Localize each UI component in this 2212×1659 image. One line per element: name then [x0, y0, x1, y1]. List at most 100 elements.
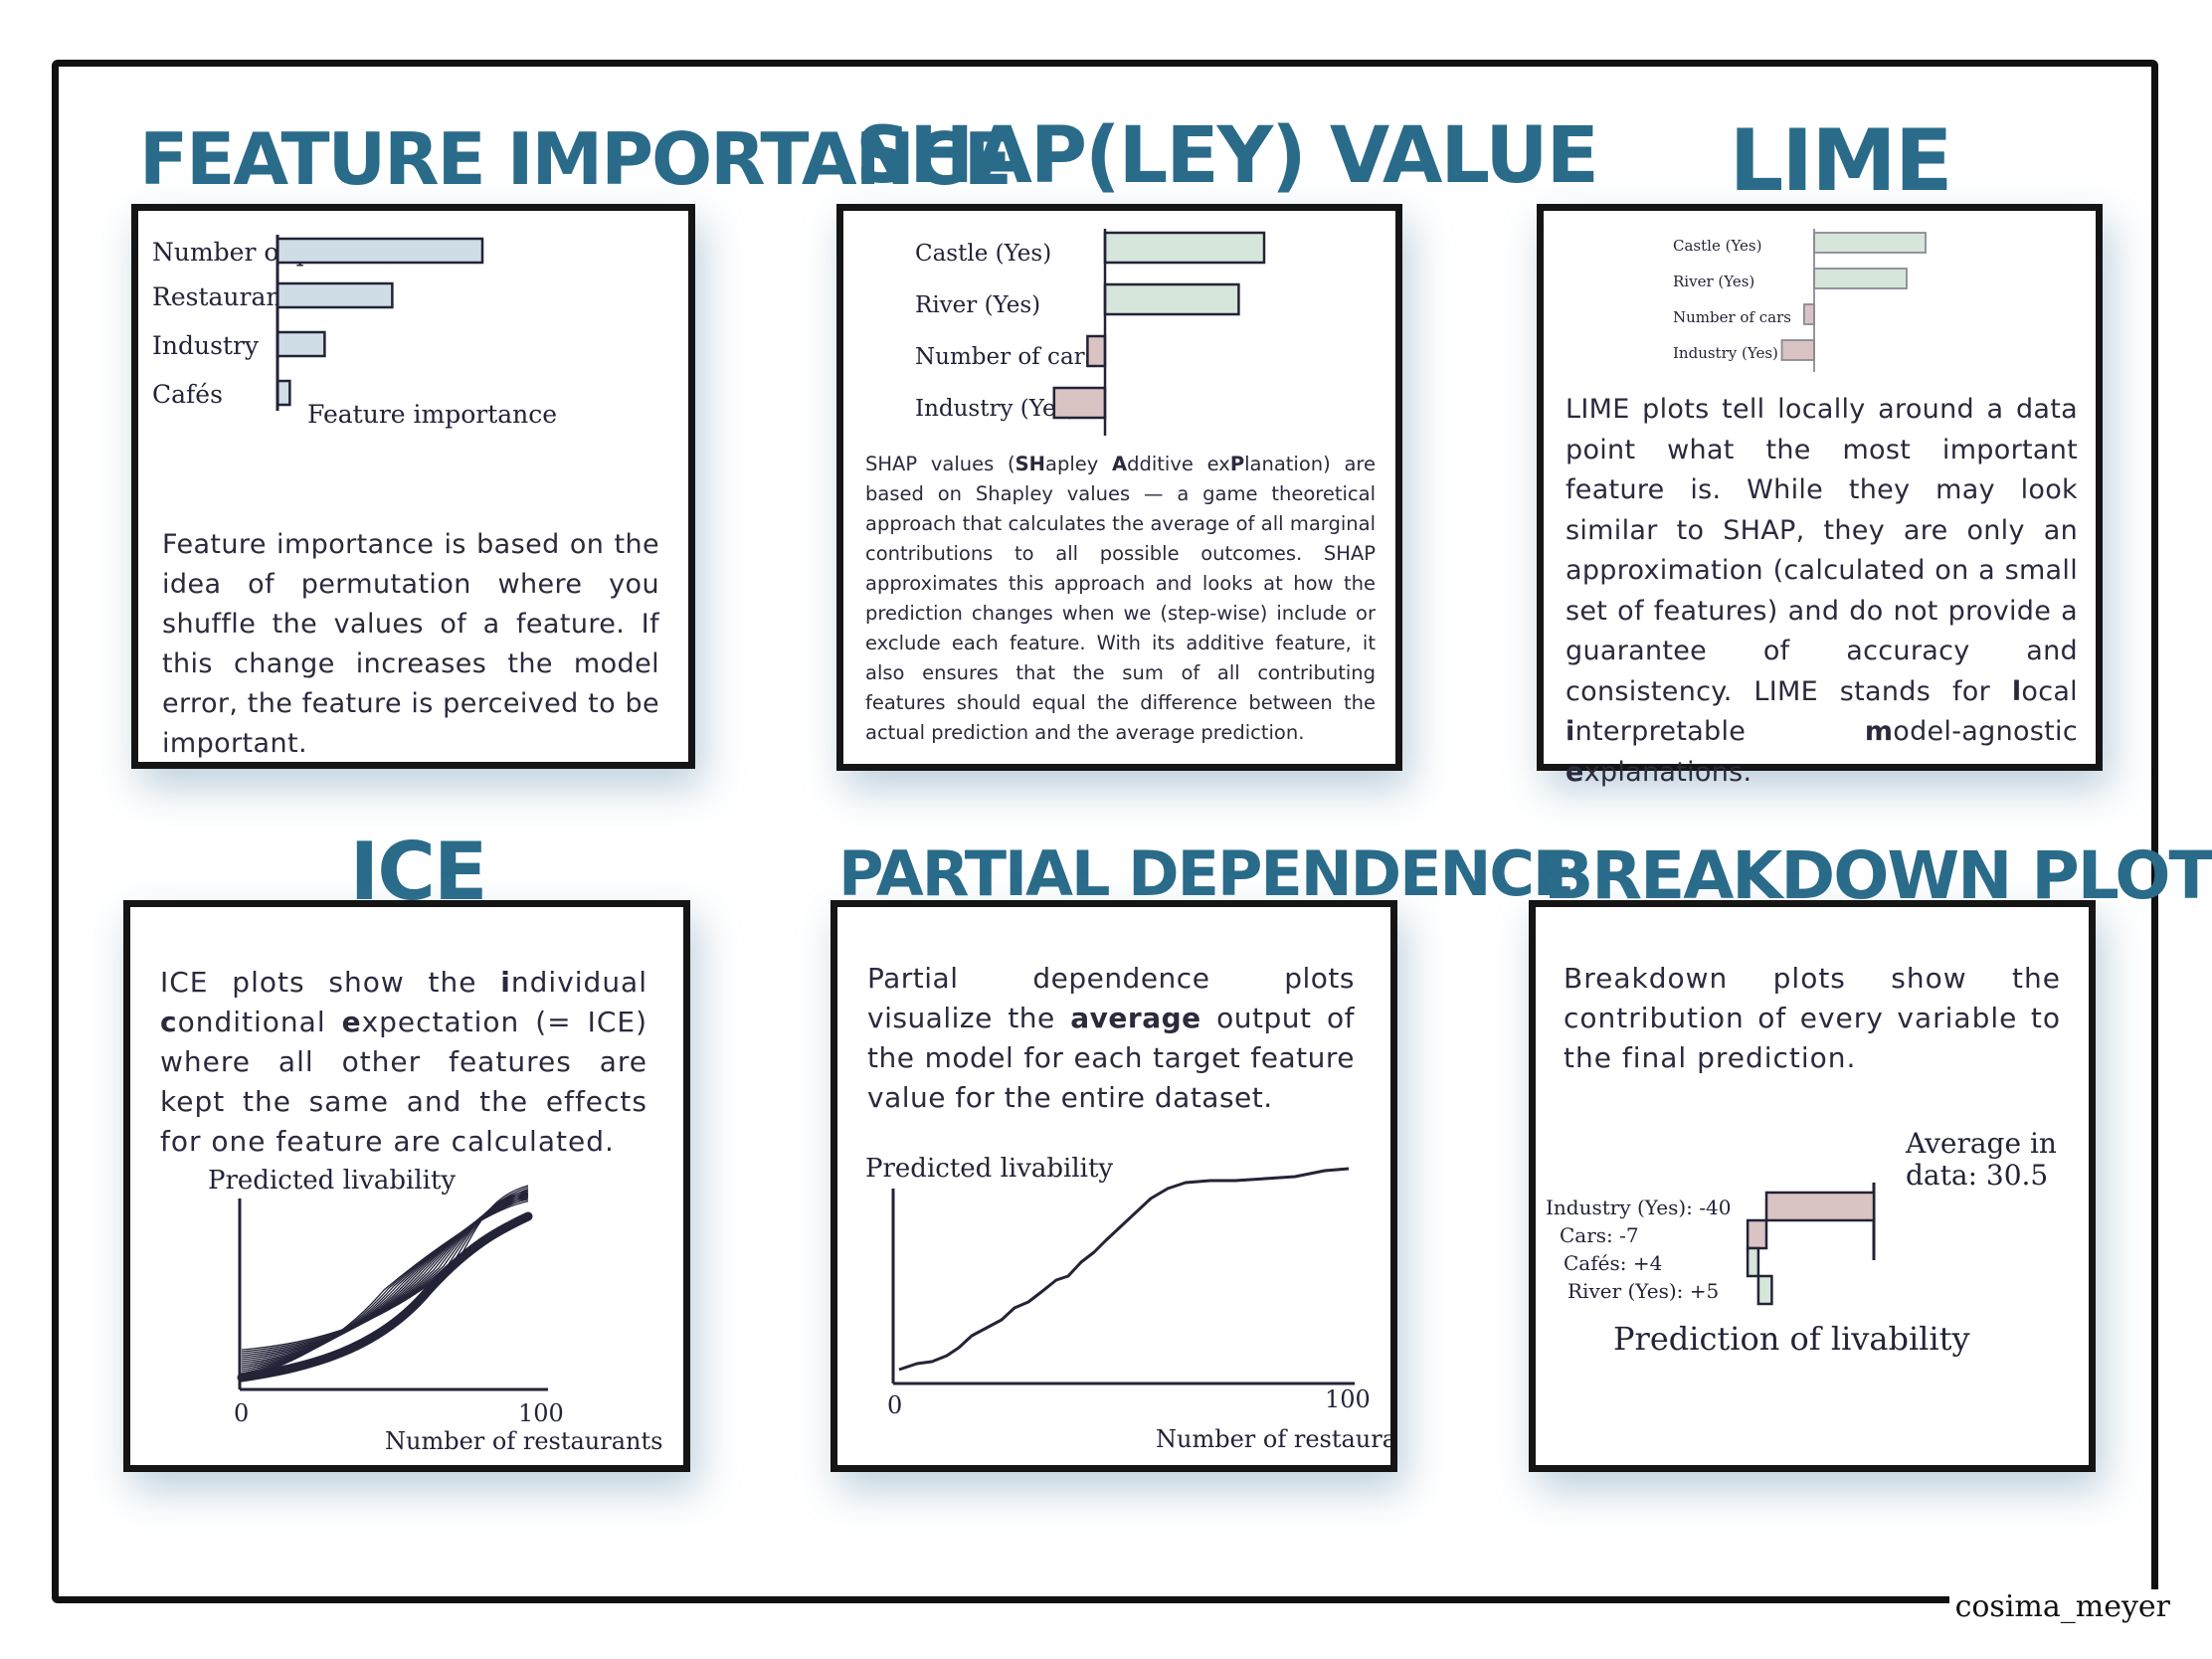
- bd-item-label: Cars: -7: [1560, 1223, 1639, 1247]
- shap-text-3: lanation): [1244, 453, 1331, 475]
- pd-text-1: output of the model for each target feat…: [867, 1002, 1355, 1114]
- partial-dependence-card: Partial dependence plots visualize the a…: [830, 900, 1397, 1472]
- lime-acronym-e: e: [1566, 756, 1584, 788]
- shap-text-post: are based on Shapley values — a game the…: [865, 453, 1377, 744]
- ice-text-0: ICE plots show the: [160, 966, 501, 999]
- lime-bar: [1780, 339, 1815, 361]
- feature-importance-chart: Number of parksRestaurantsIndustryCafésF…: [152, 235, 557, 429]
- shap-bar: [1103, 282, 1240, 316]
- breakdown-card: Breakdown plots show the contribution of…: [1529, 900, 2096, 1472]
- lime-text-3: odel-agnostic: [1893, 716, 2078, 747]
- shap-bar: [1052, 386, 1107, 420]
- bd-bar: [1764, 1191, 1876, 1222]
- shap-text-1: apley: [1045, 453, 1113, 475]
- shap-heading: SHAP(LEY) VALUE: [855, 111, 1599, 201]
- ice-x-label: Number of restaurants: [385, 1427, 662, 1455]
- shap-acronym-a: A: [1112, 453, 1128, 475]
- lime-bar-label: Castle (Yes): [1673, 237, 1761, 255]
- bd-x-label: Prediction of livability: [1613, 1320, 1970, 1358]
- lime-acronym-m: m: [1864, 716, 1894, 747]
- lime-text-2: nterpretable: [1574, 716, 1865, 747]
- breakdown-text: Breakdown plots show the contribution of…: [1564, 962, 2061, 1074]
- shap-acronym-sh: SH: [1014, 453, 1045, 475]
- ice-card: ICE plots show the individual conditiona…: [123, 900, 690, 1472]
- shap-bar-label: Castle (Yes): [915, 241, 1051, 267]
- lime-text-4: xplanations.: [1583, 756, 1752, 788]
- shap-text-2: dditive ex: [1127, 453, 1230, 475]
- lime-text-pre: LIME plots tell locally around a data po…: [1566, 394, 2078, 707]
- fi-bar-label: Industry: [152, 331, 260, 360]
- pd-x-label: Number of restaurants: [1156, 1425, 1390, 1453]
- lime-bar: [1803, 303, 1815, 325]
- lime-bar-label: Industry (Yes): [1673, 344, 1778, 362]
- pd-x-max: 100: [1325, 1385, 1371, 1413]
- ice-curve: [241, 1194, 529, 1367]
- lime-bar-label: River (Yes): [1673, 273, 1754, 290]
- lime-chart: Castle (Yes) River (Yes) Number of carsInd…: [1673, 229, 1927, 372]
- bd-item-label: Industry (Yes): -40: [1546, 1196, 1731, 1219]
- lime-acronym-i: i: [1566, 716, 1575, 747]
- ice-average-curve: [237, 1211, 533, 1382]
- ice-x-max: 100: [518, 1399, 564, 1427]
- ice-y-label: Predicted livability: [208, 1166, 456, 1196]
- shap-bar-label: Industry (Yes): [915, 396, 1076, 422]
- lime-acronym-l: l: [2011, 675, 2022, 707]
- shap-chart: Castle (Yes) River (Yes) Number of carsInd…: [915, 229, 1266, 436]
- fi-bar-label: Cafés: [152, 380, 223, 409]
- ice-acronym-e: e: [341, 1006, 362, 1038]
- ice-curve: [241, 1195, 529, 1359]
- pd-x-min: 0: [887, 1391, 902, 1419]
- bd-item-label: River (Yes): +5: [1567, 1279, 1719, 1303]
- outer-frame: [52, 60, 2158, 1603]
- shap-text-pre: SHAP values (: [865, 453, 1015, 475]
- partial-dependence-heading: PARTIAL DEPENDENCE: [838, 837, 1574, 910]
- lime-bar: [1813, 232, 1927, 254]
- ice-curve: [241, 1200, 529, 1377]
- lime-text-1: ocal: [2021, 675, 2078, 707]
- shap-bar: [1086, 334, 1107, 368]
- ice-chart: Predicted livability 0 100 Number of res…: [208, 1166, 662, 1455]
- shap-bar: [1103, 231, 1266, 265]
- ice-acronym-c: c: [160, 1006, 178, 1038]
- lime-heading: LIME: [1729, 111, 1952, 211]
- bd-bar: [1746, 1246, 1760, 1278]
- ice-curve: [241, 1197, 529, 1365]
- pd-y-label: Predicted livability: [865, 1154, 1113, 1184]
- feature-importance-text: Feature importance is based on the idea …: [162, 529, 659, 759]
- pd-text-bold: average: [1070, 1002, 1201, 1034]
- shap-bar-label: Number of cars: [915, 344, 1096, 370]
- fi-axis-label: Feature importance: [307, 400, 557, 429]
- ice-curve: [241, 1195, 529, 1373]
- signature: cosima_meyer: [1948, 1589, 2176, 1624]
- fi-bar: [276, 379, 291, 407]
- partial-dependence-chart: Predicted livability 0 100 Number of res…: [865, 1154, 1390, 1453]
- shap-bar-label: River (Yes): [915, 292, 1040, 318]
- pd-text-0: Partial dependence plots visualize the: [867, 962, 1355, 1034]
- bd-average-label-1: Average in: [1905, 1127, 2057, 1160]
- lime-bar-label: Number of cars: [1673, 308, 1791, 326]
- bd-bar: [1756, 1274, 1773, 1306]
- ice-text-1: ndividual: [510, 966, 647, 999]
- ice-acronym-i: i: [500, 966, 511, 999]
- bd-item-label: Cafés: +4: [1564, 1251, 1662, 1275]
- pd-curve: [898, 1167, 1350, 1372]
- bd-bar: [1746, 1218, 1768, 1250]
- shap-acronym-p: P: [1229, 453, 1245, 475]
- lime-bar: [1813, 268, 1908, 289]
- partial-dependence-text: Partial dependence plots visualize the a…: [867, 959, 1355, 1118]
- ice-text: ICE plots show the individual conditiona…: [160, 963, 647, 1162]
- bd-average-label-2: data: 30.5: [1906, 1159, 2048, 1192]
- fi-bar: [276, 237, 484, 265]
- fi-bar: [276, 330, 326, 358]
- feature-importance-heading: FEATURE IMPORTANCE: [139, 117, 1013, 201]
- ice-x-min: 0: [234, 1399, 249, 1427]
- breakdown-chart: Average in data: 30.5 Prediction of liva…: [1546, 1127, 2057, 1358]
- lime-text: LIME plots tell locally around a data po…: [1566, 390, 2078, 793]
- fi-bar: [276, 281, 394, 309]
- shap-text: SHAP values (SHapley Additive exPlanatio…: [865, 450, 1376, 748]
- ice-text-3: xpectation (= ICE) where all other featu…: [160, 1006, 647, 1158]
- ice-curve: [241, 1198, 529, 1371]
